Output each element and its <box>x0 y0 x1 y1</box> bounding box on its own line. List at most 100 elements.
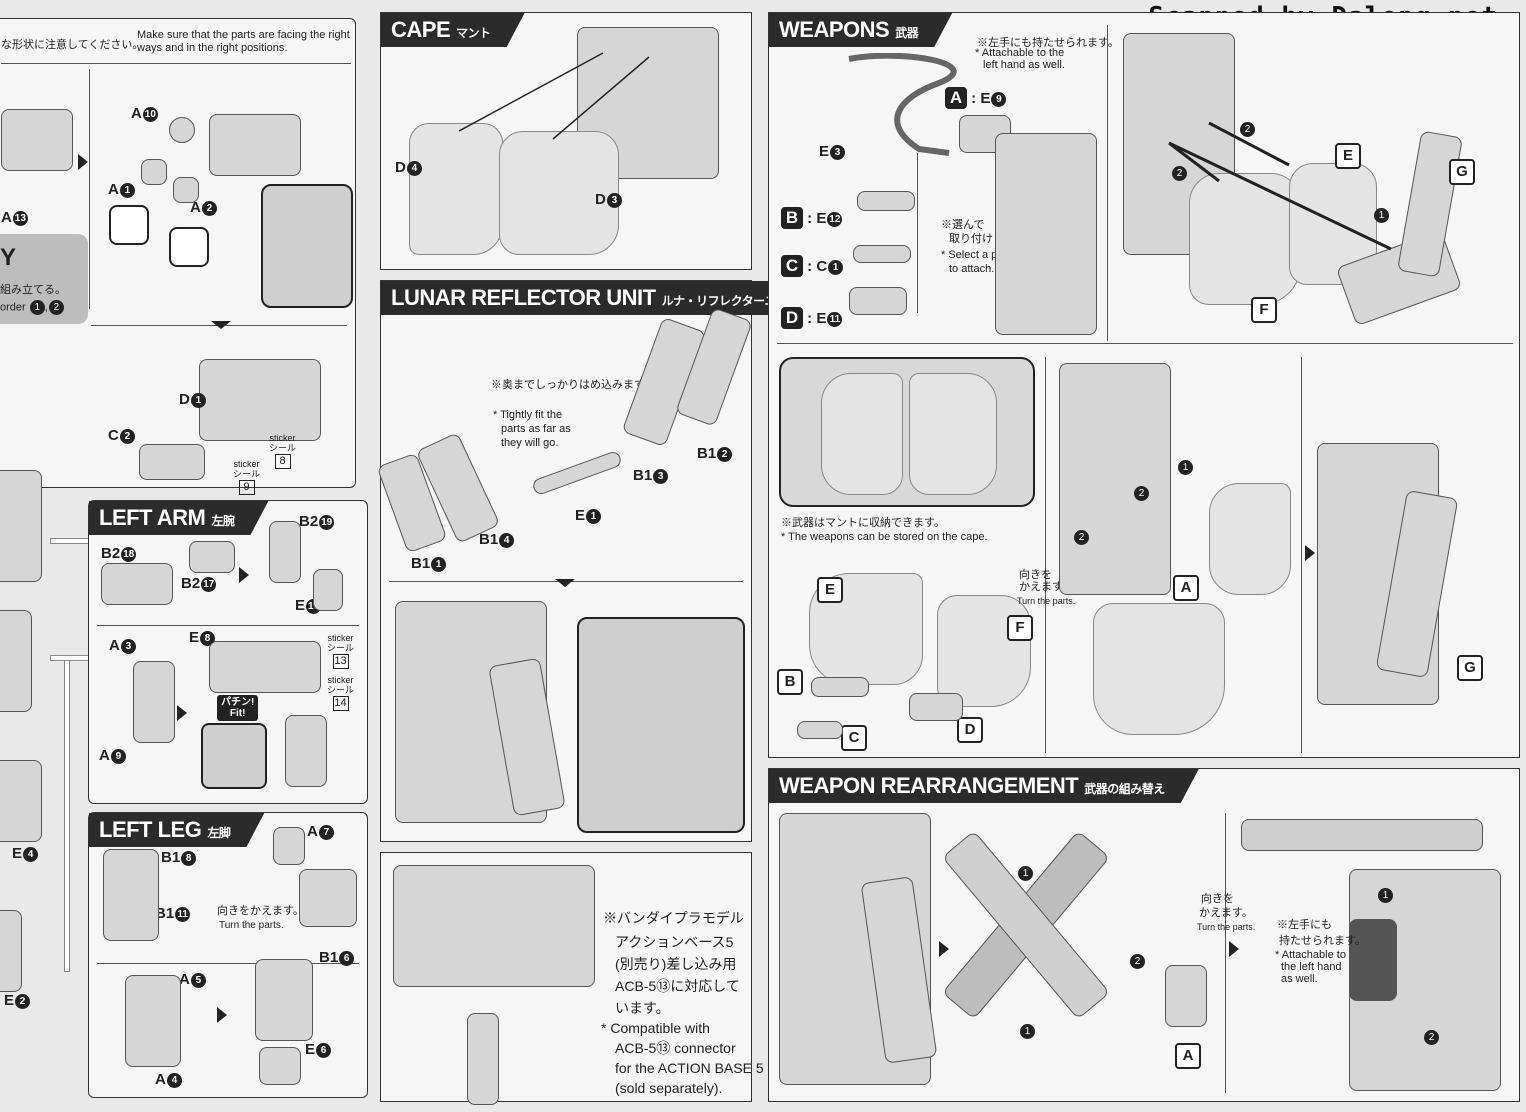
detail-callout <box>109 205 149 245</box>
small-part <box>141 159 167 185</box>
step-arrow-icon <box>78 154 88 170</box>
cape-part-d3 <box>499 131 619 255</box>
step-arrow-icon <box>1229 941 1239 957</box>
inset-view <box>261 184 353 308</box>
weapon-c-part <box>797 721 843 739</box>
letter-d: D <box>957 717 983 743</box>
step-arrow-icon <box>939 941 949 957</box>
stored-cape-right <box>909 373 997 495</box>
step-marker-2: 2 <box>1239 121 1255 139</box>
select-en-2: to attach. <box>949 263 995 275</box>
arm-part <box>139 444 205 480</box>
leg-part <box>259 1047 301 1085</box>
wing-part <box>1241 819 1483 851</box>
leg-part <box>125 975 181 1067</box>
assembly-arrow-icon <box>50 655 90 661</box>
left-hand-en-1: * Attachable to the <box>975 47 1065 59</box>
down-arrow-icon <box>211 321 231 329</box>
step-arrow-icon <box>177 705 187 721</box>
letter-a: A <box>1173 575 1199 601</box>
letter-c: C <box>841 725 867 751</box>
top-left-panel: な形状に注意してください。 Make sure that the parts a… <box>0 18 356 495</box>
body-figure <box>0 760 42 842</box>
letter-g: G <box>1449 159 1475 185</box>
select-jp-1: ※選んで <box>941 219 985 231</box>
left-hand-jp: ※左手にも持たせられます。 <box>977 37 1119 49</box>
left-hand-jp-1: ※左手にも <box>1277 919 1332 931</box>
weapon-c-part <box>853 245 911 263</box>
step-marker-1: 1 <box>1373 207 1389 225</box>
figure-hand <box>995 133 1097 335</box>
step-marker-2: 1 <box>1377 887 1393 905</box>
left-hand-en-2: left hand as well. <box>983 59 1065 71</box>
small-part <box>169 117 195 143</box>
turn-jp-1: 向きを <box>1019 569 1052 581</box>
cape-part-f <box>1093 603 1225 735</box>
inset-view <box>201 723 267 789</box>
storage-en: * The weapons can be stored on the cape. <box>781 531 988 543</box>
assembly-arrow-icon <box>50 538 90 544</box>
stored-cape-left <box>821 373 903 495</box>
body-jp: 組み立てる。 <box>0 284 66 296</box>
letter-e: E <box>817 577 843 603</box>
leg-part <box>273 827 305 865</box>
letter-g: G <box>1457 655 1483 681</box>
cape-part-d4 <box>409 123 503 255</box>
detail-callout <box>169 227 209 267</box>
inset-view <box>577 617 745 833</box>
letter-e: E <box>1335 143 1361 169</box>
select-en-1: * Select a part <box>941 249 1011 261</box>
arm-part <box>313 569 343 611</box>
divider <box>1045 357 1046 753</box>
head-assembly <box>209 114 301 176</box>
down-arrow-icon <box>555 579 575 587</box>
hand-part <box>1349 919 1397 1001</box>
arm-part <box>189 541 235 573</box>
storage-jp: ※武器はマントに収納できます。 <box>781 517 945 529</box>
weapon-b-part <box>811 677 869 697</box>
divider <box>1 63 351 64</box>
turn-en: Turn the parts. <box>1017 596 1076 606</box>
base-note-jp-5: います。 <box>615 1000 670 1016</box>
body-en: order 1,2 <box>0 300 64 315</box>
letter-b: B <box>777 669 803 695</box>
body-figure <box>0 610 32 712</box>
parts-direction-jp: な形状に注意してください。 <box>1 39 144 51</box>
step-arrow-icon <box>239 567 249 583</box>
head-part <box>1 109 73 171</box>
action-base-panel: ※バンダイプラモデル アクションベース5 (別売り)差し込み用 ACB-5⑬に対… <box>380 852 764 1105</box>
step-marker-2: 1 <box>1177 459 1193 477</box>
cape-part-e <box>1209 483 1291 595</box>
left-hand-en-2: the left hand <box>1281 961 1342 973</box>
parts-direction-en: Make sure that the parts are facing the … <box>137 29 350 54</box>
base-note-jp-2: アクションベース5 <box>615 934 734 950</box>
